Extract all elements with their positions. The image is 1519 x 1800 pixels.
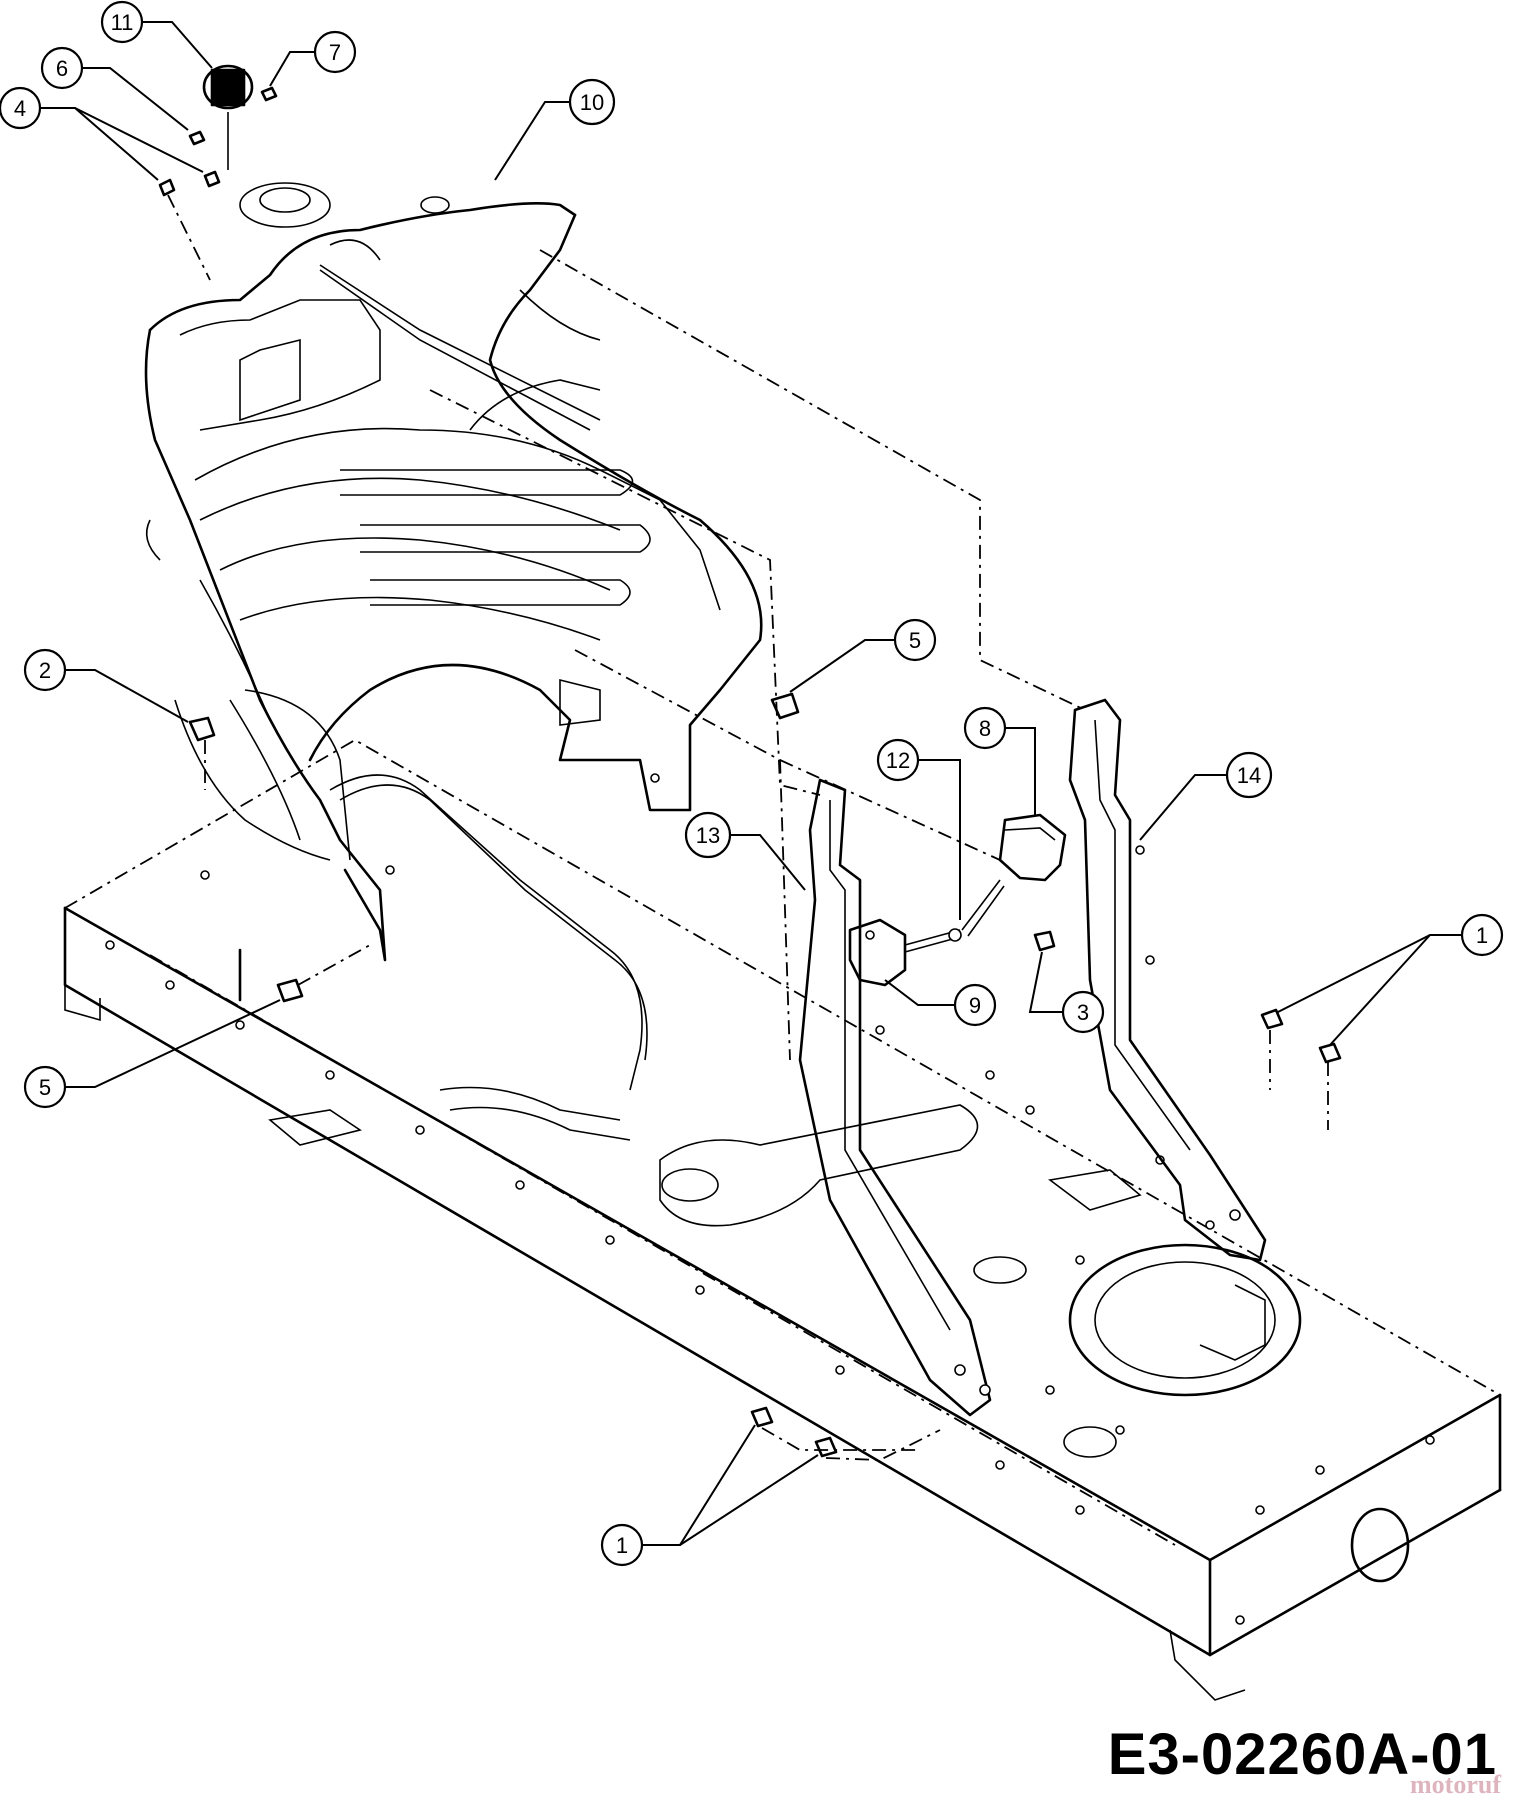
svg-text:13: 13 [696,823,720,848]
svg-text:5: 5 [39,1075,51,1100]
svg-text:11: 11 [111,10,134,35]
callout-2: 2 [23,648,67,692]
callout-7: 7 [313,30,357,74]
svg-text:2: 2 [39,658,51,683]
callout-10: 10 [568,78,616,126]
svg-text:3: 3 [1077,1000,1089,1025]
upright-14 [1068,698,1267,1262]
hardware [158,64,1342,1461]
fender [144,182,763,1146]
callout-1-lower: 1 [600,1523,644,1567]
switch-assembly [848,813,1067,987]
callout-13: 13 [684,811,732,859]
svg-text:4: 4 [14,96,26,121]
callout-5-lower: 5 [23,1065,67,1109]
callout-11: 11 [100,0,144,44]
svg-text:9: 9 [969,993,981,1018]
svg-text:12: 12 [886,748,910,773]
svg-text:8: 8 [979,716,991,741]
callout-6: 6 [40,46,84,90]
callout-5-upper: 5 [893,618,937,662]
callout-3: 3 [1061,990,1105,1034]
svg-text:1: 1 [616,1533,628,1558]
svg-text:10: 10 [580,90,604,115]
upright-13 [798,778,992,1417]
svg-text:6: 6 [56,56,68,81]
callout-8: 8 [963,706,1007,750]
svg-text:1: 1 [1476,923,1488,948]
callout-14: 14 [1225,751,1273,799]
callout-4: 4 [0,86,42,130]
callout-9: 9 [953,983,997,1027]
drawing-code: E3-02260A-01 [1107,1722,1497,1787]
leader-lines [40,21,1462,1546]
svg-text:5: 5 [909,628,921,653]
frame [63,738,1502,1701]
callout-12: 12 [876,738,920,782]
watermark-logo: motoruf [1410,1770,1501,1799]
callout-1-upper: 1 [1460,913,1504,957]
svg-text:14: 14 [1237,763,1261,788]
svg-text:7: 7 [329,40,341,65]
